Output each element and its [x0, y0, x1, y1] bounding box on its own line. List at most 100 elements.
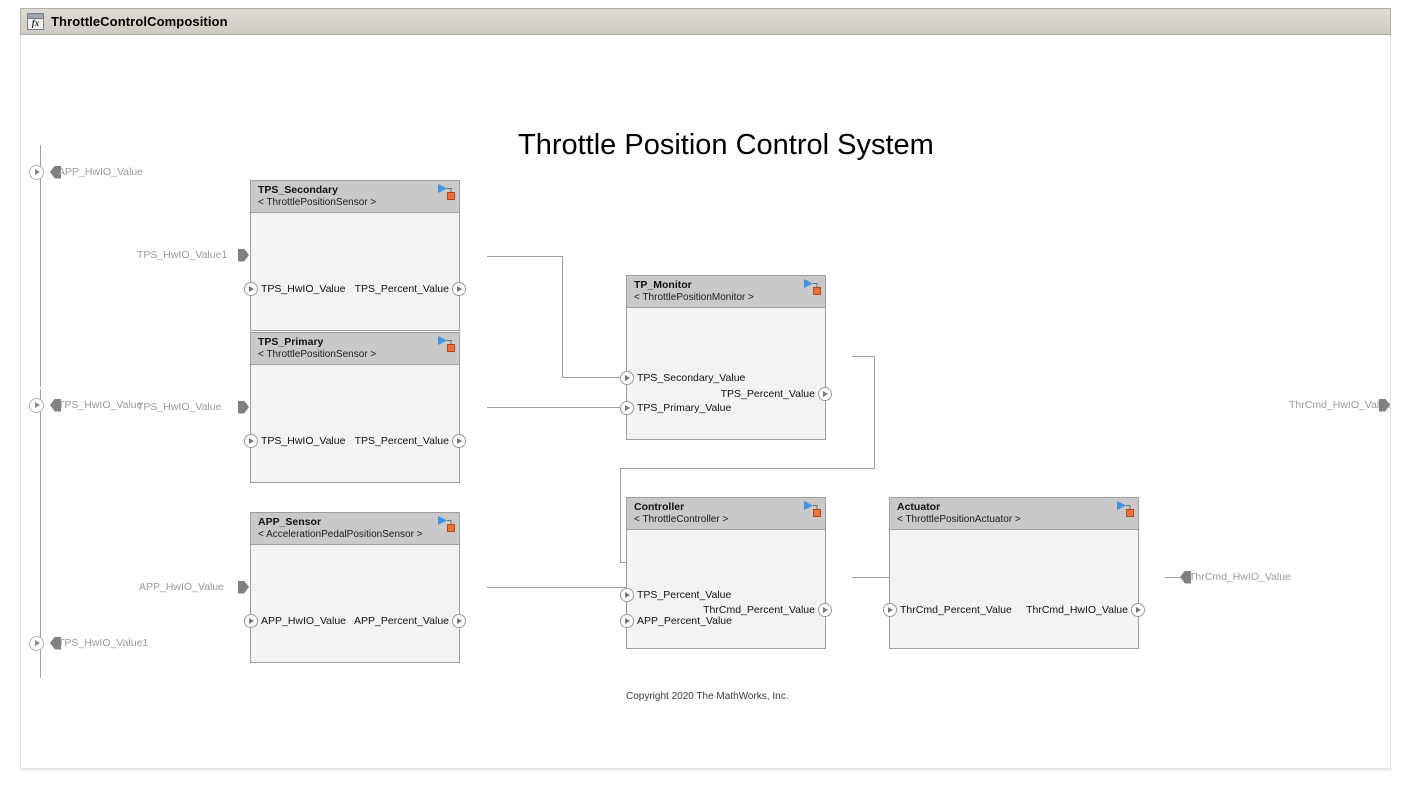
diagram-title: Throttle Position Control System: [518, 129, 934, 161]
port-label-tps-percent-value: TPS_Percent_Value: [354, 283, 449, 295]
signal-label-tps-hwio-value: TPS_HwIO_Value: [137, 401, 222, 413]
port-triangle-icon: [823, 606, 828, 613]
wire-root-stub-low: [40, 389, 41, 639]
port-in-app-percent-value[interactable]: [620, 614, 634, 628]
component-name: TP_Monitor: [634, 279, 692, 291]
port-out-tps-percent-value[interactable]: [452, 434, 466, 448]
wire-tps-secondary-out-v: [562, 256, 563, 378]
component-name: Controller: [634, 501, 685, 513]
root-arrow-tps-hwio-value1: [50, 636, 61, 650]
signal-label-app-hwio-value: APP_HwIO_Value: [139, 581, 225, 593]
port-in-tps-hwio-value[interactable]: [244, 282, 258, 296]
component-stereotype: < ThrottlePositionSensor >: [258, 349, 377, 360]
port-label-app-hwio-value: APP_HwIO_Value: [261, 615, 347, 627]
signal-label-tps-hwio-value1: TPS_HwIO_Value1: [137, 249, 228, 261]
component-stereotype: < ThrottlePositionActuator >: [897, 514, 1021, 525]
port-triangle-icon: [249, 285, 254, 292]
port-triangle-icon: [625, 404, 630, 411]
port-triangle-icon: [457, 437, 462, 444]
wire-app-sensor-out: [487, 587, 640, 588]
copyright-annotation: Copyright 2020 The MathWorks, Inc.: [626, 691, 789, 702]
port-label-thrcmd-percent-value: ThrCmd_Percent_Value: [703, 604, 815, 616]
reference-component-badge-icon: [804, 501, 821, 517]
component-body: APP_HwIO_Value APP_Percent_Value: [244, 545, 466, 662]
component-controller[interactable]: Controller < ThrottleController > TPS_Pe…: [620, 497, 832, 649]
root-port-label-tps-hwio-value: TPS_HwIO_Value: [58, 399, 143, 411]
window-title: ThrottleControlComposition: [51, 14, 228, 29]
root-port-label-thrcmd-hwio-value: ThrCmd_HwIO_Value: [1289, 399, 1391, 411]
diagram-canvas[interactable]: Throttle Position Control System Copyrig…: [20, 35, 1391, 769]
component-body: TPS_HwIO_Value TPS_Percent_Value: [244, 213, 466, 330]
port-in-tps-percent-value[interactable]: [620, 588, 634, 602]
port-triangle-icon: [457, 617, 462, 624]
wire-root-stub-mid: [40, 187, 41, 387]
root-port-app-hwio-value[interactable]: [29, 164, 44, 180]
component-stereotype: < AccelerationPedalPositionSensor >: [258, 529, 423, 540]
wire-tps-secondary-out-h2: [562, 377, 640, 378]
port-triangle-icon: [34, 639, 40, 646]
port-triangle-icon: [625, 591, 630, 598]
port-label-tps-hwio-value: TPS_HwIO_Value: [261, 283, 346, 295]
port-in-tps-primary-value[interactable]: [620, 401, 634, 415]
port-out-tps-percent-value[interactable]: [452, 282, 466, 296]
port-in-app-hwio-value[interactable]: [244, 614, 258, 628]
component-actuator[interactable]: Actuator < ThrottlePositionActuator > Th…: [883, 497, 1145, 649]
component-body: TPS_Percent_Value APP_Percent_Value ThrC…: [620, 530, 832, 648]
component-name: TPS_Primary: [258, 336, 324, 348]
port-label-tps-secondary-value: TPS_Secondary_Value: [637, 372, 746, 384]
component-tp-monitor[interactable]: TP_Monitor < ThrottlePositionMonitor > T…: [620, 275, 832, 440]
component-tps-primary[interactable]: TPS_Primary < ThrottlePositionSensor > T…: [244, 332, 466, 483]
wire-root-stub-bottom: [40, 628, 41, 678]
signal-arrow-tps-hwio-value1: [238, 248, 249, 262]
signal-arrow-tps-hwio-value: [238, 400, 249, 414]
wire-tp-monitor-out-v2: [620, 468, 621, 562]
component-tps-secondary[interactable]: TPS_Secondary < ThrottlePositionSensor >…: [244, 180, 466, 331]
port-triangle-icon: [457, 285, 462, 292]
component-stereotype: < ThrottlePositionMonitor >: [634, 292, 754, 303]
window-titlebar: fx ThrottleControlComposition: [20, 8, 1391, 35]
root-port-tps-hwio-value[interactable]: [29, 397, 44, 413]
signal-label-thrcmd-hwio-value: ThrCmd_HwIO_Value: [1189, 571, 1291, 583]
component-header: TP_Monitor < ThrottlePositionMonitor >: [627, 276, 825, 308]
port-triangle-icon: [1136, 606, 1141, 613]
reference-component-badge-icon: [1117, 501, 1134, 517]
port-label-app-percent-value: APP_Percent_Value: [637, 615, 732, 627]
simulink-model-icon: fx: [27, 13, 44, 30]
port-in-tps-hwio-value[interactable]: [244, 434, 258, 448]
component-header: Actuator < ThrottlePositionActuator >: [890, 498, 1138, 530]
port-out-tps-percent-value[interactable]: [818, 387, 832, 401]
port-out-thrcmd-percent-value[interactable]: [818, 603, 832, 617]
wire-tp-monitor-out-h2: [620, 468, 875, 469]
port-label-tps-percent-value: TPS_Percent_Value: [720, 388, 815, 400]
root-port-tps-hwio-value1[interactable]: [29, 635, 44, 651]
canvas-shadow: [21, 769, 1392, 771]
component-name: TPS_Secondary: [258, 184, 338, 196]
root-arrow-tps-hwio-value: [50, 398, 61, 412]
reference-component-badge-icon: [438, 516, 455, 532]
port-label-tps-percent-value: TPS_Percent_Value: [354, 435, 449, 447]
component-body: TPS_Secondary_Value TPS_Primary_Value TP…: [620, 308, 832, 439]
signal-arrow-thrcmd-hwio-value: [1180, 570, 1191, 584]
component-header: TPS_Secondary < ThrottlePositionSensor >: [251, 181, 459, 213]
component-app-sensor[interactable]: APP_Sensor < AccelerationPedalPositionSe…: [244, 512, 466, 663]
port-label-thrcmd-hwio-value: ThrCmd_HwIO_Value: [1026, 604, 1128, 616]
wire-tp-monitor-out-h1: [852, 356, 875, 357]
component-header: APP_Sensor < AccelerationPedalPositionSe…: [251, 513, 459, 545]
wire-tps-primary-out: [487, 407, 640, 408]
component-body: ThrCmd_Percent_Value ThrCmd_HwIO_Value: [883, 530, 1145, 648]
port-out-app-percent-value[interactable]: [452, 614, 466, 628]
component-name: APP_Sensor: [258, 516, 322, 528]
port-label-tps-percent-value: TPS_Percent_Value: [637, 589, 732, 601]
port-label-app-percent-value: APP_Percent_Value: [354, 615, 449, 627]
component-header: Controller < ThrottleController >: [627, 498, 825, 530]
root-arrow-app-hwio-value: [50, 165, 61, 179]
root-port-label-tps-hwio-value1: TPS_HwIO_Value1: [58, 637, 149, 649]
port-in-thrcmd-percent-value[interactable]: [883, 603, 897, 617]
port-label-thrcmd-percent-value: ThrCmd_Percent_Value: [900, 604, 1012, 616]
port-label-tps-hwio-value: TPS_HwIO_Value: [261, 435, 346, 447]
port-triangle-icon: [625, 617, 630, 624]
port-out-thrcmd-hwio-value[interactable]: [1131, 603, 1145, 617]
port-triangle-icon: [888, 606, 893, 613]
port-in-tps-secondary-value[interactable]: [620, 371, 634, 385]
